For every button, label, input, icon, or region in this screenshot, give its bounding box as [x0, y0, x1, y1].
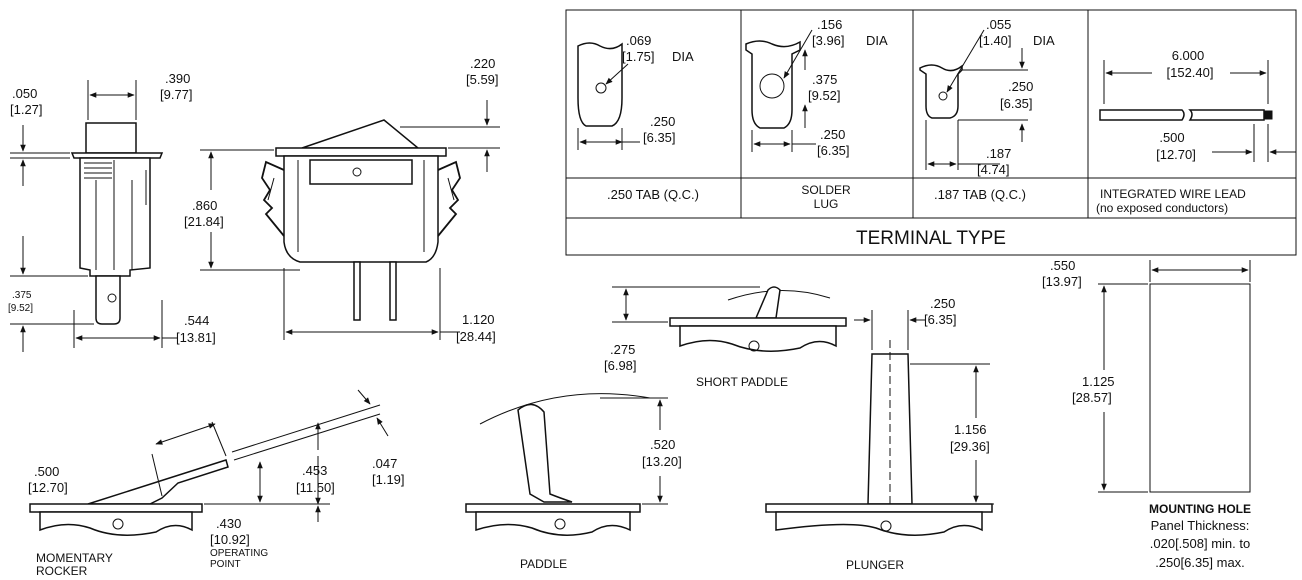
dim-047: .047	[372, 456, 397, 471]
paddle-label: PADDLE	[520, 557, 567, 571]
dim-mount-1125-metric: [28.57]	[1072, 390, 1112, 405]
dim-1156: 1.156	[954, 422, 987, 437]
tab-250-hole-dim-metric: [1.75]	[622, 49, 655, 64]
wire-lead-label-1: INTEGRATED WIRE LEAD	[1100, 187, 1246, 201]
dim-plunger-250-metric: [6.35]	[924, 312, 957, 327]
solder-lug-dia: DIA	[866, 33, 888, 48]
tab-250-width-dim: .250	[650, 114, 675, 129]
mounting-hole-title: MOUNTING HOLE	[1149, 502, 1251, 516]
tab-187-drawing	[919, 29, 1028, 170]
dim-220: .220	[470, 56, 495, 71]
dim-050-metric: [1.27]	[10, 102, 43, 117]
tab-187-width-dim: .187	[986, 146, 1011, 161]
side-view-drawing	[10, 80, 178, 352]
dim-544-metric: [13.81]	[176, 330, 216, 345]
dim-275: .275	[610, 342, 635, 357]
wire-lead-length-dim-metric: [152.40]	[1167, 65, 1214, 80]
tab-187-label: .187 TAB (Q.C.)	[934, 187, 1026, 202]
plunger-drawing	[765, 310, 994, 536]
dim-375: .375	[12, 290, 32, 301]
tab-250-drawing	[577, 42, 640, 150]
plunger-label: PLUNGER	[846, 558, 904, 572]
dim-050: .050	[12, 86, 37, 101]
dim-520-metric: [13.20]	[642, 454, 682, 469]
solder-lug-hole-dim-metric: [3.96]	[812, 33, 845, 48]
dim-430: .430	[216, 516, 241, 531]
mounting-hole-note-1: Panel Thickness:	[1151, 518, 1250, 533]
dim-1156-metric: [29.36]	[950, 439, 990, 454]
front-view-drawing	[200, 100, 500, 340]
dim-453-metric: [11.50]	[296, 480, 335, 495]
paddle-drawing	[465, 393, 668, 536]
tab-187-width-dim-metric: [4.74]	[977, 162, 1010, 177]
mounting-hole-note-2: .020[.508] min. to	[1150, 536, 1250, 551]
momentary-rocker-label-1: MOMENTARY	[36, 551, 113, 565]
dim-rocker-500: .500	[34, 464, 59, 479]
solder-lug-drawing	[745, 29, 816, 152]
tab-187-hole-dim: .055	[986, 17, 1011, 32]
tab-250-width-dim-metric: [6.35]	[643, 130, 676, 145]
dim-520: .520	[650, 437, 675, 452]
solder-lug-len-dim: .375	[812, 72, 837, 87]
dim-mount-1125: 1.125	[1082, 374, 1115, 389]
dim-1120: 1.120	[462, 312, 495, 327]
wire-lead-strip-dim-metric: [12.70]	[1156, 147, 1196, 162]
tab-187-dia: DIA	[1033, 33, 1055, 48]
momentary-rocker-label-2: ROCKER	[36, 564, 88, 578]
wire-lead-strip-dim: .500	[1159, 130, 1184, 145]
solder-lug-label-2: LUG	[814, 197, 839, 211]
short-paddle-label: SHORT PADDLE	[696, 375, 788, 389]
mounting-hole-drawing	[1098, 260, 1251, 493]
dim-375-metric: [9.52]	[8, 303, 33, 314]
tab-187-len-dim-metric: [6.35]	[1000, 96, 1033, 111]
solder-lug-hole-dim: .156	[817, 17, 842, 32]
wire-lead-drawing	[1099, 60, 1296, 162]
dim-1120-metric: [28.44]	[456, 329, 496, 344]
dim-390: .390	[165, 71, 190, 86]
dim-rocker-500-metric: [12.70]	[28, 480, 68, 495]
dim-plunger-250: .250	[930, 296, 955, 311]
dim-390-metric: [9.77]	[160, 87, 193, 102]
dim-430-metric: [10.92]	[210, 532, 250, 547]
momentary-rocker-drawing	[29, 389, 389, 536]
solder-lug-label-1: SOLDER	[801, 183, 851, 197]
dim-275-metric: [6.98]	[604, 358, 637, 373]
dim-453: .453	[302, 463, 327, 478]
dim-mount-550-metric: [13.97]	[1042, 274, 1082, 289]
terminal-type-table: TERMINAL TYPE .069 [1.75] DIA .250 [6.35…	[565, 9, 1297, 256]
solder-lug-width-dim-metric: [6.35]	[817, 143, 850, 158]
dim-220-metric: [5.59]	[466, 72, 499, 87]
operating-point-2: POINT	[210, 559, 241, 570]
wire-lead-label-2: (no exposed conductors)	[1096, 201, 1228, 215]
solder-lug-width-dim: .250	[820, 127, 845, 142]
dim-544: .544	[184, 313, 209, 328]
dim-mount-550: .550	[1050, 258, 1075, 273]
tab-250-dia: DIA	[672, 49, 694, 64]
dim-860-metric: [21.84]	[184, 214, 224, 229]
dim-047-metric: [1.19]	[372, 472, 405, 487]
solder-lug-len-dim-metric: [9.52]	[808, 88, 841, 103]
wire-lead-length-dim: 6.000	[1172, 48, 1205, 63]
short-paddle-drawing	[612, 286, 847, 352]
terminal-type-title: TERMINAL TYPE	[856, 228, 1006, 249]
dim-860: .860	[192, 198, 217, 213]
tab-250-label: .250 TAB (Q.C.)	[607, 187, 699, 202]
operating-point-1: OPERATING	[210, 548, 268, 559]
tab-187-hole-dim-metric: [1.40]	[979, 33, 1012, 48]
tab-187-len-dim: .250	[1008, 79, 1033, 94]
mounting-hole-note-3: .250[6.35] max.	[1155, 555, 1245, 570]
tab-250-hole-dim: .069	[626, 33, 651, 48]
